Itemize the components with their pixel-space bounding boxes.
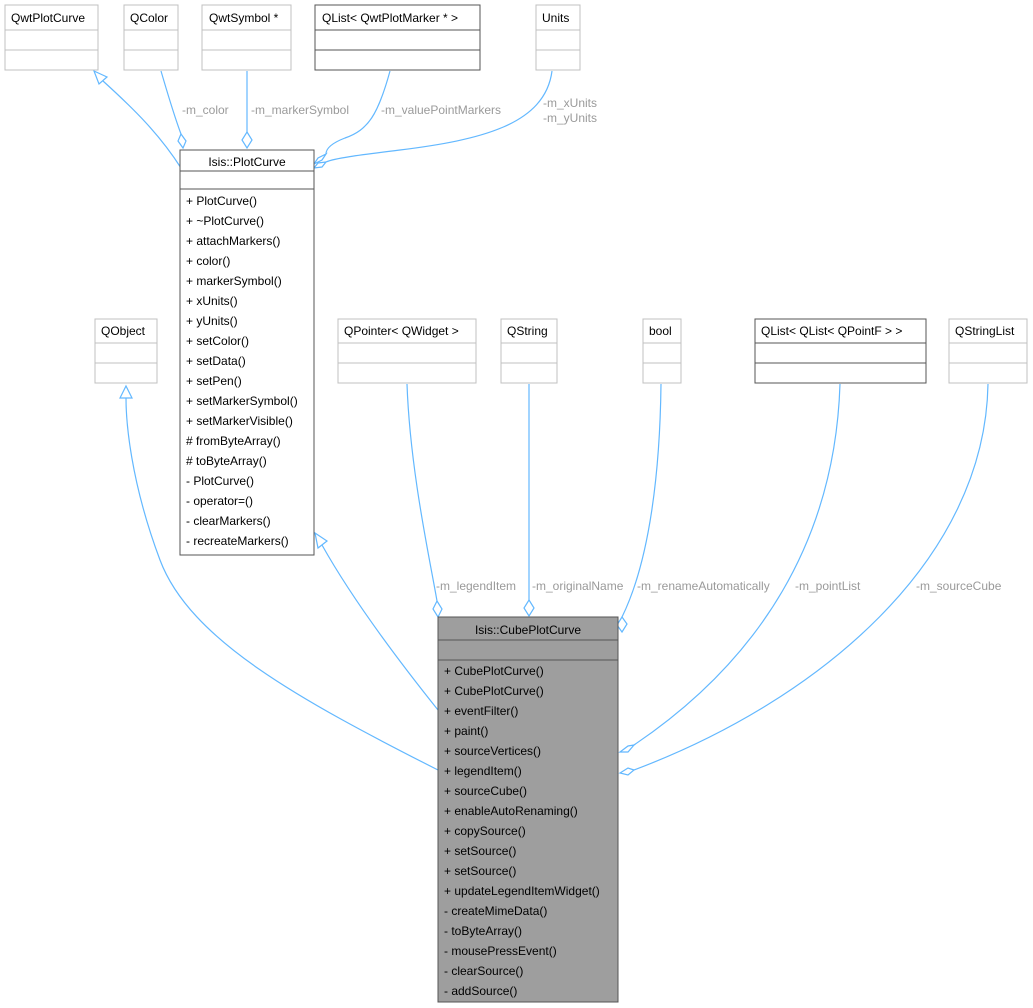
edge-qstringlist-to-cubeplotcurve <box>633 383 989 771</box>
edge-plotcurve-inherits-qwtplotcurve <box>102 80 182 169</box>
member-item: + setMarkerSymbol() <box>186 394 298 408</box>
member-list: + PlotCurve() + ~PlotCurve() + attachMarke… <box>186 194 298 548</box>
member-item: + attachMarkers() <box>186 234 280 248</box>
edge-label-m-yunits: -m_yUnits <box>543 111 597 125</box>
class-box-units: Units <box>535 4 581 71</box>
class-name: QColor <box>130 11 168 25</box>
edge-qpointer-to-cubeplotcurve <box>406 383 438 602</box>
class-name: Isis::CubePlotCurve <box>475 623 581 637</box>
member-item: + PlotCurve() <box>186 194 257 208</box>
class-box-qobject: QObject <box>94 318 158 384</box>
inheritance-arrow-icon <box>314 531 329 550</box>
member-item: + setSource() <box>444 844 516 858</box>
aggregation-diamond-icon <box>177 132 187 150</box>
member-item: + setMarkerVisible() <box>186 414 293 428</box>
member-item: + yUnits() <box>186 314 238 328</box>
class-box-qstring: QString <box>500 318 558 384</box>
class-name: QString <box>507 324 548 338</box>
member-item: # fromByteArray() <box>186 434 281 448</box>
member-item: + sourceCube() <box>444 784 527 798</box>
member-item: # toByteArray() <box>186 454 267 468</box>
inheritance-arrow-icon <box>92 69 109 86</box>
class-name: QStringList <box>955 324 1015 338</box>
member-item: - operator=() <box>186 494 253 508</box>
class-box-qstringlist: QStringList <box>948 318 1028 384</box>
member-item: + setSource() <box>444 864 516 878</box>
member-item: + legendItem() <box>444 764 522 778</box>
member-item: - createMimeData() <box>444 904 547 918</box>
member-item: + copySource() <box>444 824 526 838</box>
member-item: + updateLegendItemWidget() <box>444 884 600 898</box>
edge-bool-to-cubeplotcurve <box>621 383 662 618</box>
inheritance-arrow-icon <box>119 384 133 399</box>
edge-qlist-marker-to-plotcurve <box>325 70 391 155</box>
member-item: + color() <box>186 254 230 268</box>
class-name: QList< QwtPlotMarker * > <box>322 11 458 25</box>
edge-qlist-pointf-to-cubeplotcurve <box>633 383 841 746</box>
aggregation-diamond-icon <box>618 744 636 753</box>
member-item: + xUnits() <box>186 294 238 308</box>
aggregation-diamond-icon <box>618 767 636 776</box>
member-item: - PlotCurve() <box>186 474 254 488</box>
member-item: + ~PlotCurve() <box>186 214 264 228</box>
edge-cubeplotcurve-inherits-qobject <box>125 397 439 771</box>
member-list: + CubePlotCurve() + CubePlotCurve() + even… <box>444 664 600 998</box>
class-box-bool: bool <box>642 318 682 384</box>
aggregation-diamond-icon <box>523 598 535 618</box>
aggregation-diamond-icon <box>432 599 443 619</box>
member-item: + markerSymbol() <box>186 274 282 288</box>
edge-cubeplotcurve-inherits-plotcurve <box>321 544 439 711</box>
class-name: Units <box>542 11 569 25</box>
aggregation-diamond-icon <box>616 615 628 634</box>
class-name: QwtSymbol * <box>209 11 279 25</box>
class-box-qwtplotcurve: QwtPlotCurve <box>4 4 99 71</box>
edge-label-m-markersymbol: -m_markerSymbol <box>251 103 349 117</box>
class-name: bool <box>649 324 672 338</box>
edge-label-m-sourcecube: -m_sourceCube <box>916 579 1002 593</box>
member-item: + setPen() <box>186 374 242 388</box>
member-item: + paint() <box>444 724 488 738</box>
member-item: + enableAutoRenaming() <box>444 804 578 818</box>
member-item: - clearSource() <box>444 964 523 978</box>
member-item: + setColor() <box>186 334 249 348</box>
member-item: + setData() <box>186 354 246 368</box>
class-name: QwtPlotCurve <box>11 11 85 25</box>
member-item: - toByteArray() <box>444 924 522 938</box>
class-name: QPointer< QWidget > <box>344 324 459 338</box>
class-box-qlist-qlist-qpointf: QList< QList< QPointF > > <box>754 318 927 384</box>
member-item: - recreateMarkers() <box>186 534 289 548</box>
class-box-qwtsymbol: QwtSymbol * <box>201 4 292 71</box>
edge-label-m-legenditem: -m_legendItem <box>436 579 516 593</box>
class-box-qlist-qwtplotmarker: QList< QwtPlotMarker * > <box>314 4 481 71</box>
member-item: + eventFilter() <box>444 704 518 718</box>
member-item: - clearMarkers() <box>186 514 271 528</box>
edge-label-m-pointlist: -m_pointList <box>795 579 861 593</box>
edge-label-m-renameautomatically: -m_renameAutomatically <box>637 579 770 593</box>
edge-qcolor-to-plotcurve <box>160 70 182 135</box>
class-box-cubeplotcurve: Isis::CubePlotCurve + CubePlotCurve()+ C… <box>437 616 619 1003</box>
edge-label-m-xunits: -m_xUnits <box>543 96 597 110</box>
class-name: Isis::PlotCurve <box>208 155 286 169</box>
member-item: + CubePlotCurve() <box>444 664 544 678</box>
member-item: + CubePlotCurve() <box>444 684 544 698</box>
edge-label-m-valuepointmarkers: -m_valuePointMarkers <box>381 103 501 117</box>
edge-units-to-plotcurve <box>325 70 553 163</box>
edge-label-m-color: -m_color <box>182 103 229 117</box>
member-item: + sourceVertices() <box>444 744 541 758</box>
class-box-qcolor: QColor <box>123 4 179 71</box>
edge-label-m-originalname: -m_originalName <box>532 579 624 593</box>
class-name: QList< QList< QPointF > > <box>761 324 902 338</box>
member-item: - mousePressEvent() <box>444 944 557 958</box>
class-name: QObject <box>101 324 146 338</box>
class-box-qpointer-qwidget: QPointer< QWidget > <box>337 318 477 384</box>
aggregation-diamond-icon <box>241 130 253 150</box>
member-item: - addSource() <box>444 984 517 998</box>
class-box-plotcurve: Isis::PlotCurve + PlotCurve()+ ~PlotCurv… <box>179 149 315 556</box>
